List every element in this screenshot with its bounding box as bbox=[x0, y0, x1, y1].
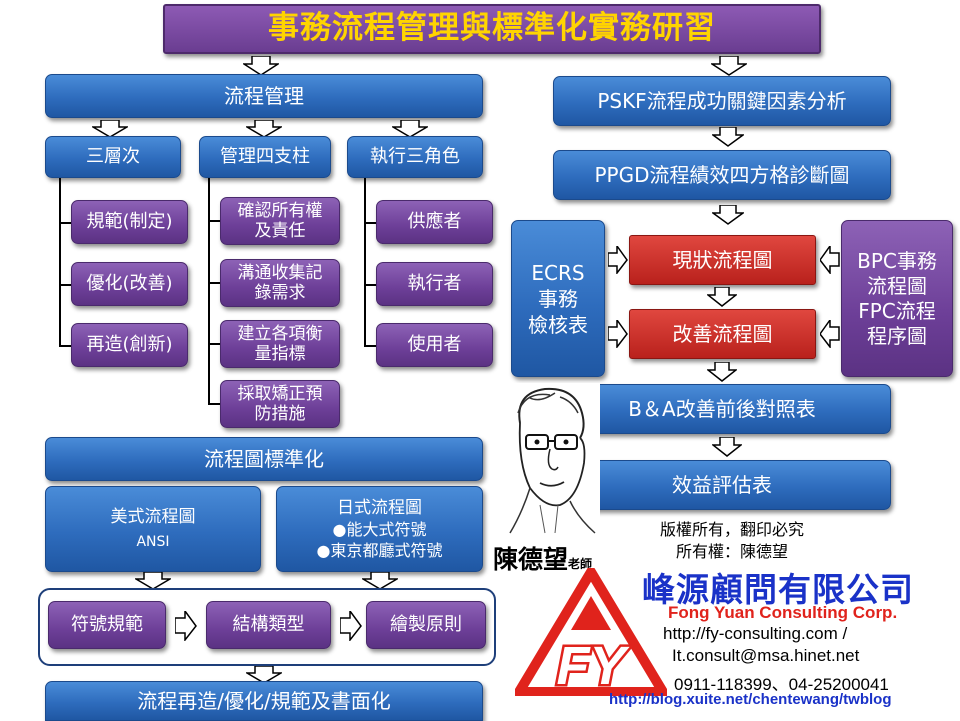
teacher-name: 陳德望老師 bbox=[493, 540, 592, 576]
bpc-line: 程序圖 bbox=[867, 323, 927, 348]
ppgd-to-current-arrow-icon bbox=[712, 205, 744, 225]
owner-line: 所有權：陳德望 bbox=[676, 542, 789, 561]
bpc-line: 流程圖 bbox=[867, 273, 927, 298]
us-flowchart-standard: ANSI bbox=[136, 533, 170, 550]
ecrs-line: ECRS bbox=[531, 260, 585, 285]
title-to-process-arrow-icon bbox=[243, 56, 279, 76]
pillar-item-label: 採取矯正預防措施 bbox=[237, 383, 323, 424]
levels-branch-line bbox=[59, 284, 71, 286]
pillars-vertical-line bbox=[208, 178, 210, 404]
company-phone: 0911-118399、04-25200041 bbox=[674, 675, 889, 694]
final-outcome-box: 流程再造/優化/規範及書面化 bbox=[45, 681, 483, 721]
to-four-pillars-arrow-icon bbox=[246, 120, 282, 138]
pillar-item-ownership: 確認所有權及責任 bbox=[220, 197, 340, 245]
role-item-executor: 執行者 bbox=[376, 262, 493, 306]
improved-to-ba-arrow-icon bbox=[707, 362, 737, 382]
us-flowchart-box: 美式流程圖 ANSI bbox=[45, 486, 261, 572]
roles-branch-line bbox=[364, 345, 376, 347]
bpc-to-improved-arrow-icon bbox=[820, 320, 840, 348]
ecrs-line: 事務 bbox=[538, 286, 578, 311]
current-to-improved-arrow-icon bbox=[707, 287, 737, 307]
copyright-line: 版權所有，翻印必究 bbox=[660, 520, 805, 539]
blog-link[interactable]: http://blog.xuite.net/chentewang/twblog bbox=[609, 691, 892, 708]
jp-to-steps-arrow-icon bbox=[362, 572, 398, 590]
pskf-box: PSKF流程成功關鍵因素分析 bbox=[553, 76, 891, 126]
company-name-en: Fong Yuan Consulting Corp. bbox=[668, 603, 898, 622]
bpc-to-current-arrow-icon bbox=[820, 246, 840, 274]
pillars-branch-line bbox=[208, 282, 220, 284]
three-levels-header: 三層次 bbox=[45, 136, 181, 178]
teacher-name-text: 陳德望 bbox=[493, 545, 569, 574]
ba-to-benefit-arrow-icon bbox=[712, 437, 742, 457]
pillar-item-label: 確認所有權及責任 bbox=[237, 200, 323, 241]
bpc-fpc-box: BPC事務 流程圖 FPC流程 程序圖 bbox=[841, 220, 953, 377]
step-structure-types: 結構類型 bbox=[206, 601, 331, 649]
flowchart-standardization-box: 流程圖標準化 bbox=[45, 437, 483, 481]
pillars-branch-line bbox=[208, 343, 220, 345]
roles-branch-line bbox=[364, 222, 376, 224]
us-flowchart-label: 美式流程圖 bbox=[110, 507, 196, 528]
ppgd-box: PPGD流程績效四方格診斷圖 bbox=[553, 150, 891, 200]
three-roles-header: 執行三角色 bbox=[347, 136, 483, 178]
to-three-roles-arrow-icon bbox=[392, 120, 428, 138]
steps-to-final-arrow-icon bbox=[246, 666, 282, 684]
portrait-frame bbox=[500, 383, 600, 543]
level-item-reengineer: 再造(創新) bbox=[71, 323, 188, 367]
levels-vertical-line bbox=[59, 178, 61, 346]
logo-text: FY bbox=[556, 636, 630, 696]
pillars-branch-line bbox=[208, 403, 220, 405]
title-to-pskf-arrow-icon bbox=[711, 56, 747, 76]
levels-branch-line bbox=[59, 345, 71, 347]
teacher-title-text: 老師 bbox=[568, 557, 593, 571]
page-title: 事務流程管理與標準化實務研習 bbox=[163, 4, 821, 54]
step-arrow-icon bbox=[340, 611, 362, 641]
pillar-item-label: 建立各項衡量指標 bbox=[237, 323, 323, 364]
ecrs-box: ECRS 事務 檢核表 bbox=[511, 220, 605, 377]
ecrs-line: 檢核表 bbox=[528, 312, 588, 337]
current-process-chart-box: 現狀流程圖 bbox=[629, 235, 816, 285]
pillar-item-label: 溝通收集記錄需求 bbox=[237, 262, 323, 303]
bpc-line: FPC流程 bbox=[858, 298, 936, 323]
step-drawing-principles: 繪製原則 bbox=[366, 601, 486, 649]
us-to-steps-arrow-icon bbox=[135, 572, 171, 590]
jp-flowchart-box: 日式流程圖 ●能大式符號 ●東京都廳式符號 bbox=[276, 486, 483, 572]
jp-flowchart-label: 日式流程圖 bbox=[337, 497, 422, 518]
step-arrow-icon bbox=[175, 611, 197, 641]
level-item-standardize: 規範(制定) bbox=[71, 200, 188, 244]
four-pillars-header: 管理四支柱 bbox=[199, 136, 331, 178]
to-three-levels-arrow-icon bbox=[92, 120, 128, 138]
role-item-user: 使用者 bbox=[376, 323, 493, 367]
process-management-box: 流程管理 bbox=[45, 74, 483, 118]
step-symbol-rules: 符號規範 bbox=[48, 601, 166, 649]
jp-flowchart-symbol-2: ●東京都廳式符號 bbox=[316, 541, 443, 561]
jp-flowchart-symbol-1: ●能大式符號 bbox=[332, 520, 427, 539]
ecrs-to-improved-arrow-icon bbox=[608, 320, 628, 348]
before-after-comparison-box: B＆A改善前後對照表 bbox=[553, 384, 891, 434]
roles-vertical-line bbox=[364, 178, 366, 346]
pillar-item-corrective: 採取矯正預防措施 bbox=[220, 380, 340, 428]
pskf-to-ppgd-arrow-icon bbox=[712, 127, 744, 147]
levels-branch-line bbox=[59, 222, 71, 224]
level-item-optimize: 優化(改善) bbox=[71, 262, 188, 306]
benefit-evaluation-box: 效益評估表 bbox=[553, 460, 891, 510]
company-email-link[interactable]: It.consult@msa.hinet.net bbox=[672, 646, 860, 665]
fy-logo-icon: FY bbox=[515, 568, 667, 696]
roles-branch-line bbox=[364, 284, 376, 286]
improved-process-chart-box: 改善流程圖 bbox=[629, 309, 816, 359]
company-url-link[interactable]: http://fy-consulting.com / bbox=[663, 624, 848, 643]
portrait-sketch-icon bbox=[509, 387, 596, 534]
ecrs-to-current-arrow-icon bbox=[608, 246, 628, 274]
company-name-zh: 峰源顧問有限公司 bbox=[642, 570, 914, 609]
pillars-branch-line bbox=[208, 220, 220, 222]
bpc-line: BPC事務 bbox=[857, 248, 937, 273]
role-item-supplier: 供應者 bbox=[376, 200, 493, 244]
pillar-item-metrics: 建立各項衡量指標 bbox=[220, 320, 340, 368]
pillar-item-communication: 溝通收集記錄需求 bbox=[220, 259, 340, 307]
